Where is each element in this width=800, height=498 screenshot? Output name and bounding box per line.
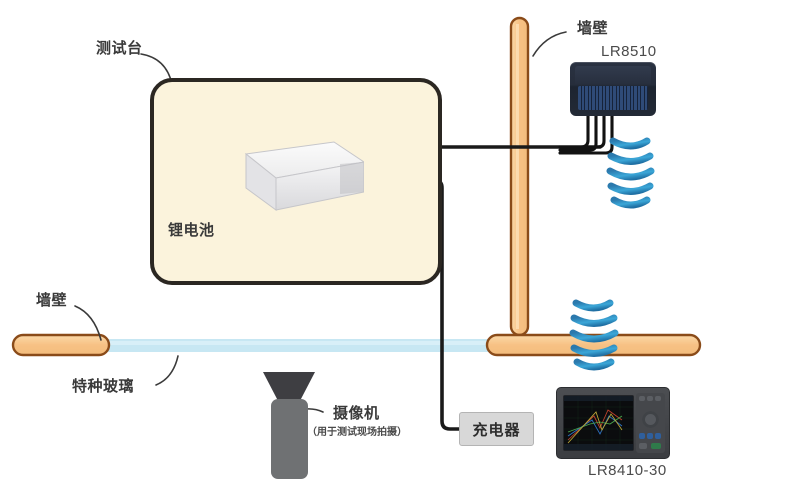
camera-hood xyxy=(263,372,315,400)
lr8510-top-panel xyxy=(575,66,651,84)
camera-body xyxy=(271,399,308,479)
recorder-button-panel[interactable] xyxy=(636,393,665,453)
label-wall-vertical: 墙壁 xyxy=(577,19,609,37)
label-lr8410-30: LR8410-30 xyxy=(588,462,667,479)
wireless-signal-upper xyxy=(606,137,655,209)
recorder-button[interactable] xyxy=(639,433,645,439)
lr8510-lead-wires xyxy=(558,110,614,155)
label-lithium-battery: 锂电池 xyxy=(168,221,215,239)
lr8510-wireless-unit[interactable] xyxy=(570,62,656,116)
label-test-bench: 测试台 xyxy=(96,39,143,57)
lithium-battery xyxy=(244,141,364,211)
camera xyxy=(258,372,320,479)
lr8410-30-recorder[interactable] xyxy=(556,387,670,459)
wireless-signal-lower xyxy=(569,299,619,371)
recorder-button[interactable] xyxy=(655,396,661,401)
recorder-button[interactable] xyxy=(639,396,645,401)
recorder-jog-dial[interactable] xyxy=(642,411,659,428)
label-lr8510: LR8510 xyxy=(601,43,657,60)
charger-box[interactable]: 充电器 xyxy=(459,412,534,446)
recorder-button[interactable] xyxy=(647,433,653,439)
wall-vertical xyxy=(509,16,530,337)
lr8510-terminal-block xyxy=(578,86,648,110)
wall-horizontal-left xyxy=(11,333,111,357)
label-camera-note: （用于测试现场拍摄） xyxy=(307,427,407,438)
recorder-button[interactable] xyxy=(639,443,647,449)
recorder-button[interactable] xyxy=(655,433,661,439)
recorder-display xyxy=(563,395,634,451)
label-wall-horizontal: 墙壁 xyxy=(36,291,68,309)
recorder-start-button[interactable] xyxy=(651,443,661,449)
label-camera: 摄像机 xyxy=(333,404,380,422)
recorder-button[interactable] xyxy=(647,396,653,401)
label-special-glass: 特种玻璃 xyxy=(72,377,135,395)
special-glass xyxy=(104,339,494,352)
